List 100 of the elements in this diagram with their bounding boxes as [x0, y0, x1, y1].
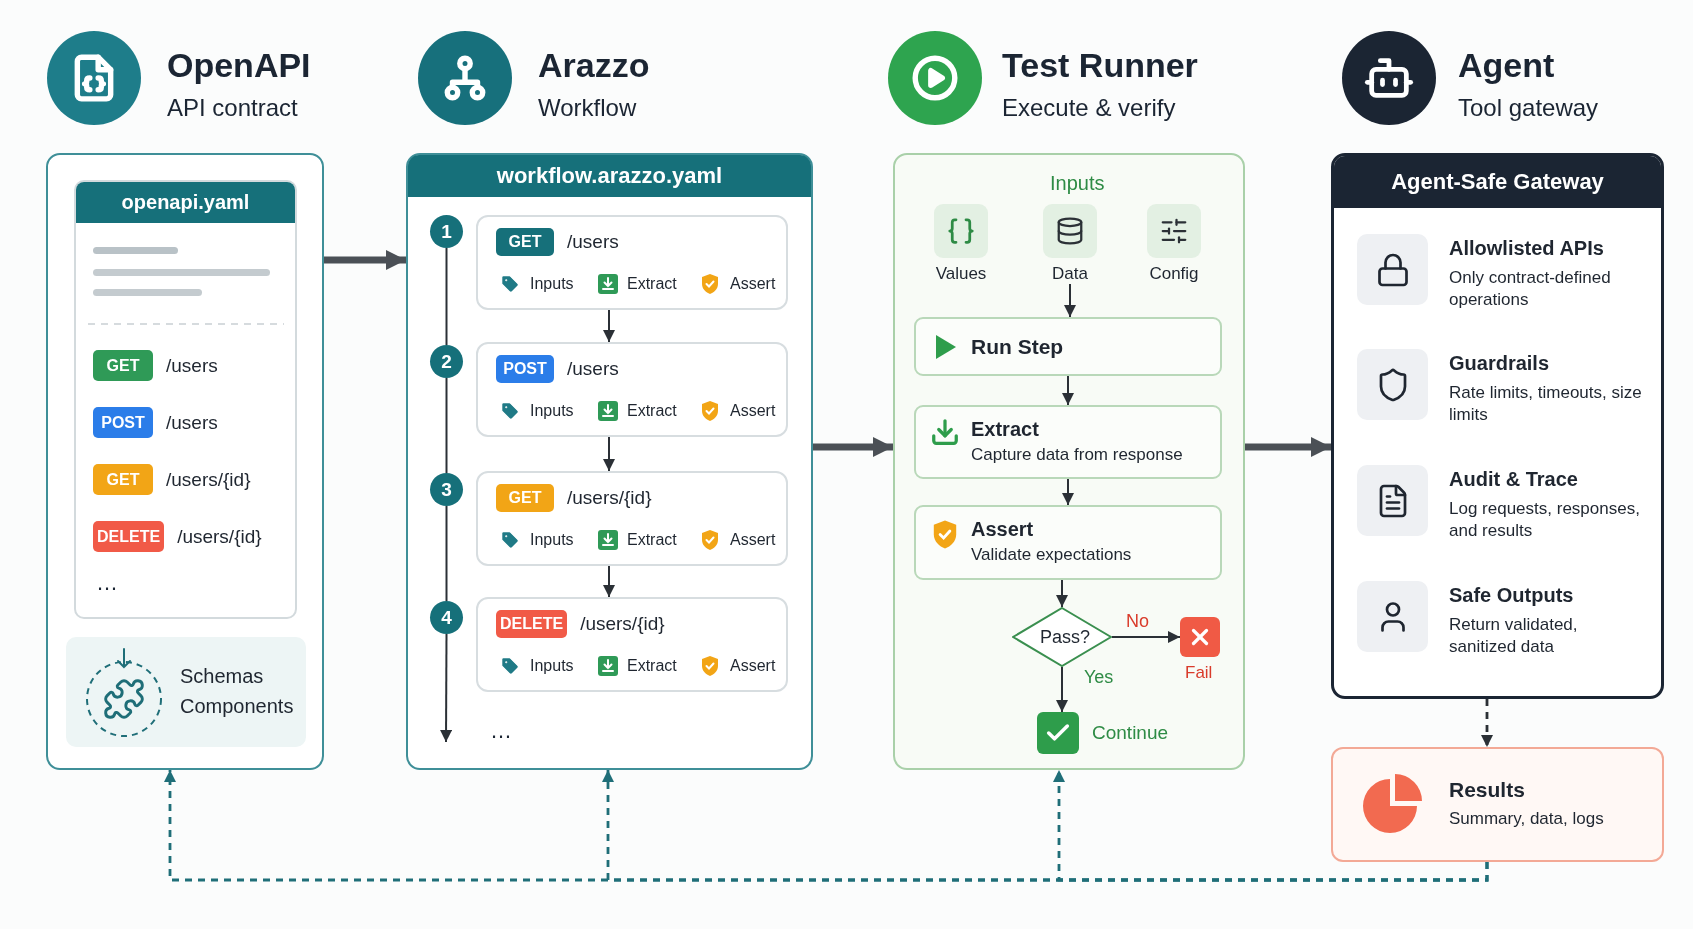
endpoint-path: /users/{id}	[177, 525, 262, 548]
arrow	[1245, 437, 1331, 457]
step-description: Capture data from response	[971, 445, 1183, 466]
panel	[46, 153, 324, 770]
process-box	[914, 405, 1222, 479]
step-number: 1	[430, 215, 463, 248]
step-card	[476, 471, 788, 566]
process-box	[914, 317, 1222, 376]
method-badge: GET	[496, 228, 554, 256]
results-card	[1331, 747, 1664, 862]
feature-description: Log requests, responses, and results	[1449, 498, 1641, 543]
method-badge: DELETE	[496, 610, 568, 638]
component-label: Schemas	[180, 664, 264, 688]
step-card	[476, 597, 788, 692]
column-title: Arazzo	[538, 46, 650, 85]
component-label: Components	[180, 694, 294, 718]
step-action: Assert	[730, 656, 776, 676]
endpoint-path: /users/{id}	[567, 487, 652, 509]
column-subtitle: Workflow	[538, 94, 637, 122]
arrow	[1064, 283, 1076, 318]
arrow	[1111, 631, 1181, 643]
step-action: Inputs	[530, 274, 574, 294]
process-box	[914, 505, 1222, 580]
step-action: Assert	[730, 401, 776, 421]
method-badge: POST	[496, 355, 554, 383]
step-number: 2	[430, 345, 463, 378]
method-badge: DELETE	[93, 521, 165, 552]
feature-description: Only contract-defined operations	[1449, 267, 1612, 312]
column-subtitle: Tool gateway	[1458, 94, 1599, 122]
step-description: Validate expectations	[971, 545, 1132, 566]
step-card	[476, 342, 788, 437]
file-card	[74, 180, 297, 619]
step-action: Extract	[627, 530, 677, 550]
panel	[1331, 153, 1664, 699]
connector-line	[445, 377, 448, 474]
ellipsis: …	[490, 718, 512, 744]
method-badge: POST	[93, 407, 153, 438]
feature-title: Allowlisted APIs	[1449, 236, 1604, 260]
endpoint-path: /users/{id}	[166, 468, 251, 491]
method-badge: GET	[496, 484, 554, 512]
arrow	[1056, 666, 1068, 713]
results-description: Summary, data, logs	[1449, 809, 1604, 830]
input-caption: Values	[934, 264, 988, 284]
dashed-arrow	[1053, 770, 1489, 882]
column-title: Agent	[1458, 46, 1555, 85]
arrow	[1062, 478, 1074, 506]
column-title: Test Runner	[1002, 46, 1198, 85]
step-action: Extract	[627, 401, 677, 421]
panel-header: workflow.arazzo.yaml	[408, 155, 811, 197]
step-action: Assert	[730, 274, 776, 294]
results-title: Results	[1449, 777, 1525, 803]
step-action: Inputs	[530, 401, 574, 421]
step-action: Inputs	[530, 656, 574, 676]
step-card	[476, 215, 788, 310]
step-title: Extract	[971, 417, 1039, 441]
step-action: Inputs	[530, 530, 574, 550]
column-title: OpenAPI	[167, 46, 311, 85]
section-heading: Inputs	[1050, 171, 1105, 195]
column-subtitle: API contract	[167, 94, 298, 122]
endpoint-path: /users	[567, 231, 619, 253]
feature-description: Rate limits, timeouts, size limits	[1449, 382, 1643, 427]
arrow	[813, 437, 893, 457]
arrow	[1056, 579, 1068, 608]
endpoint-path: /users/{id}	[580, 613, 665, 635]
endpoint-path: /users	[166, 411, 218, 434]
arrow	[440, 633, 453, 743]
connector-line	[445, 247, 448, 346]
method-badge: GET	[93, 464, 153, 495]
feature-title: Guardrails	[1449, 351, 1550, 375]
method-badge: GET	[93, 350, 153, 381]
arrow	[1062, 375, 1074, 406]
dashed-arrow	[1481, 699, 1493, 747]
step-number: 3	[430, 473, 463, 506]
outcome-label: Continue	[1092, 722, 1169, 745]
arrow	[324, 250, 406, 270]
decision-label: Pass?	[1040, 627, 1091, 649]
feature-title: Audit & Trace	[1449, 467, 1578, 491]
column-subtitle: Execute & verify	[1002, 94, 1176, 122]
panel-header: Agent-Safe Gateway	[1334, 156, 1661, 208]
arrow	[603, 565, 615, 598]
arrow	[603, 436, 615, 472]
endpoint-path: /users	[166, 354, 218, 377]
step-action: Extract	[627, 656, 677, 676]
endpoint-path: /users	[567, 358, 619, 380]
step-title: Assert	[971, 517, 1034, 541]
schemas-box	[66, 637, 306, 747]
step-number: 4	[430, 601, 463, 634]
ellipsis: …	[96, 570, 118, 596]
feature-description: Return validated, sanitized data	[1449, 614, 1579, 659]
input-caption: Config	[1148, 264, 1200, 284]
step-title: Run Step	[971, 334, 1064, 360]
outcome-label: Fail	[1185, 663, 1213, 684]
input-caption: Data	[1051, 264, 1089, 284]
step-action: Extract	[627, 274, 677, 294]
connector-line	[445, 505, 448, 602]
step-action: Assert	[730, 530, 776, 550]
panel	[406, 153, 813, 770]
card-header: openapi.yaml	[76, 182, 295, 223]
arrow	[603, 309, 615, 343]
feature-title: Safe Outputs	[1449, 583, 1574, 607]
